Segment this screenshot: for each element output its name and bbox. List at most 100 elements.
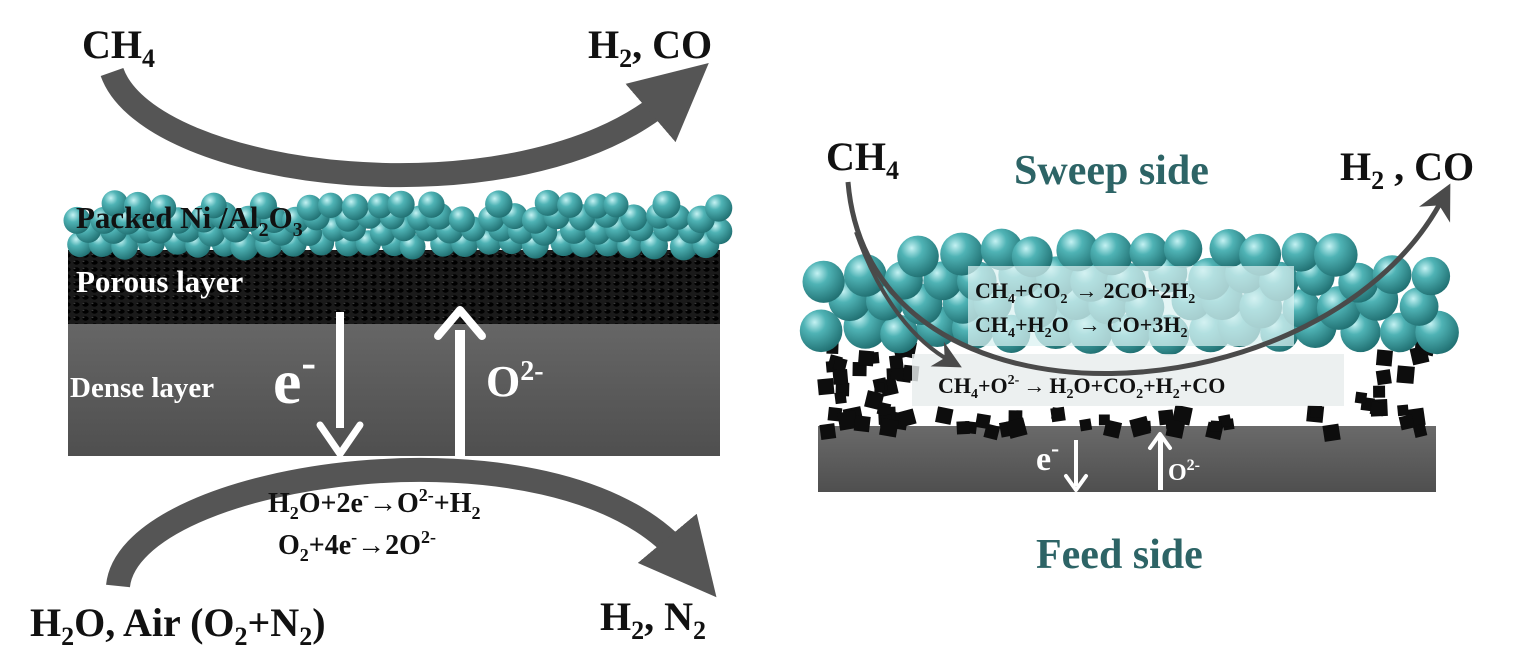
bottom-flow-arrow — [106, 457, 717, 598]
porous-block — [1396, 365, 1415, 384]
catalyst-sphere — [387, 190, 415, 218]
catalyst-sphere — [1372, 255, 1412, 294]
catalyst-sphere — [1314, 233, 1358, 277]
oxide-up-arrow — [434, 306, 486, 458]
porous-block — [832, 357, 848, 372]
porous-block — [1354, 391, 1368, 405]
porous-block — [1006, 417, 1028, 439]
right-oxide-up-arrow — [1148, 432, 1172, 490]
porous-block — [935, 406, 954, 425]
top-outlet-label: H2, CO — [588, 22, 712, 73]
porous-block — [1171, 404, 1193, 426]
porous-layer-label: Porous layer — [76, 264, 244, 299]
cathode-reaction-2: O2+4e-→2O2- — [278, 527, 436, 565]
right-flow-arrow — [845, 181, 1451, 376]
catalyst-sphere — [485, 190, 513, 218]
right-dense-layer — [818, 426, 1436, 492]
electron-down-arrow — [316, 312, 364, 458]
porous-block — [1369, 400, 1386, 417]
dry-reforming-reaction: CH4+CO2→2CO+2H2 — [975, 278, 1195, 307]
catalyst-sphere — [101, 190, 128, 217]
top-flow-arrow — [100, 63, 709, 187]
porous-block — [1079, 418, 1093, 432]
catalyst-sphere — [844, 254, 887, 297]
catalyst-sphere — [1163, 229, 1203, 268]
catalyst-sphere — [940, 232, 984, 276]
porous-block — [837, 410, 858, 431]
porous-block — [1398, 414, 1415, 431]
porous-block — [1129, 415, 1151, 438]
porous-block — [1397, 404, 1409, 417]
porous-block — [1373, 385, 1386, 398]
catalyst-sphere — [897, 235, 939, 278]
porous-block — [834, 391, 847, 405]
catalyst-sphere — [799, 309, 843, 353]
catalyst-sphere — [557, 192, 583, 218]
catalyst-sphere — [1090, 232, 1133, 276]
dense-layer — [68, 300, 720, 456]
right-electron-label: e- — [1036, 436, 1059, 478]
right-outlet-label: H2 , CO — [1340, 144, 1474, 195]
bottom-outlet-label: H2, N2 — [600, 594, 706, 645]
catalyst-sphere — [1399, 287, 1439, 326]
catalyst-sphere — [341, 193, 369, 221]
catalyst-sphere — [448, 206, 475, 233]
sweep-side-label: Sweep side — [1014, 148, 1209, 194]
porous-block — [817, 377, 835, 396]
porous-block — [853, 415, 871, 433]
right-inlet-label: CH4 — [826, 134, 899, 185]
right-electron-down-arrow — [1064, 440, 1088, 492]
top-inlet-label: CH4 — [82, 22, 155, 73]
catalyst-sphere — [1281, 232, 1321, 272]
right-panel: CH4 Sweep side H2 , CO CH4+CO2→2CO+2H2 C… — [799, 134, 1474, 578]
porous-block — [1322, 423, 1341, 442]
catalyst-sphere — [200, 192, 227, 219]
catalyst-sphere — [418, 191, 445, 218]
porous-block — [819, 423, 837, 441]
porous-block — [956, 420, 970, 435]
porous-block — [1210, 420, 1222, 432]
catalyst-sphere — [534, 189, 561, 216]
porous-block — [1165, 418, 1186, 439]
catalyst-sphere — [1129, 232, 1168, 272]
steam-reforming-reaction: CH4+H2O→CO+3H2 — [975, 312, 1187, 341]
right-porous-blocks — [817, 339, 1436, 442]
catalyst-sphere — [1239, 233, 1282, 276]
porous-layer — [68, 250, 720, 324]
catalyst-sphere — [603, 192, 629, 218]
cathode-reaction-1: H2O+2e-→O2-+H2 — [268, 485, 480, 523]
catalyst-sphere — [63, 206, 91, 234]
catalyst-sphere — [367, 193, 393, 219]
right-branch-arrow — [854, 231, 962, 368]
oxide-ion-label: O2- — [486, 356, 544, 406]
porous-block — [1310, 405, 1322, 418]
catalyst-sphere — [584, 193, 610, 219]
electron-label: e- — [273, 338, 316, 417]
catalyst-sphere — [123, 191, 152, 220]
catalyst-sphere — [705, 194, 733, 222]
porous-block — [1375, 369, 1392, 386]
catalyst-sphere — [318, 192, 344, 218]
porous-block — [1103, 419, 1123, 439]
feed-side-label: Feed side — [1036, 532, 1203, 578]
porous-block — [857, 350, 875, 367]
catalyst-sphere — [1411, 256, 1451, 296]
porous-block — [1218, 414, 1232, 428]
porous-block — [975, 413, 991, 430]
porous-block — [1412, 423, 1428, 438]
porous-block — [889, 365, 906, 382]
partial-oxidation-reaction: CH4+O2-→H2O+CO2+H2+CO — [938, 373, 1225, 402]
dense-layer-label: Dense layer — [70, 372, 214, 404]
packed-catalyst-spheres — [63, 189, 733, 261]
catalyst-sphere — [249, 192, 277, 220]
packed-layer-label: Packed Ni /Al2O3 — [76, 200, 303, 241]
catalyst-sphere — [620, 204, 648, 231]
catalyst-sphere — [652, 190, 681, 219]
bottom-inlet-label: H2O, Air (O2+N2) — [30, 600, 326, 651]
porous-block — [1050, 406, 1066, 423]
catalyst-sphere — [1209, 229, 1249, 268]
oxidation-reaction-box — [912, 354, 1344, 406]
catalyst-sphere — [802, 260, 845, 303]
left-panel: CH4 H2, CO Packed Ni /Al2O3 Porous layer… — [30, 22, 733, 651]
